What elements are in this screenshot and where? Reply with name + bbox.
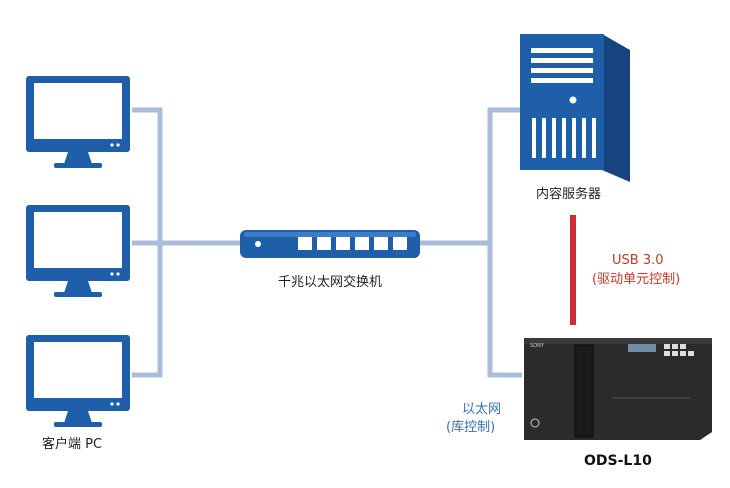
usb-label-line2: (驱动单元控制)	[592, 272, 680, 287]
clients-label: 客户端 PC	[42, 436, 102, 452]
monitor-icon	[26, 205, 130, 297]
switch-icon	[240, 230, 420, 258]
switch-label: 千兆以太网交换机	[278, 274, 382, 290]
ethernet-label-line2: (库控制)	[446, 419, 495, 435]
server-label: 内容服务器	[536, 186, 601, 202]
archive-device: SONY	[524, 338, 712, 440]
ethernet-label-line1: 以太网	[462, 402, 501, 417]
monitor-icon	[26, 335, 130, 427]
client-links	[132, 107, 240, 378]
server-icon	[520, 34, 630, 182]
device-label: ODS-L10	[584, 453, 652, 469]
server-links	[420, 107, 522, 378]
device-brand-label: SONY	[530, 343, 545, 349]
usb-label-line1: USB 3.0	[612, 253, 664, 268]
monitor-icon	[26, 76, 130, 168]
